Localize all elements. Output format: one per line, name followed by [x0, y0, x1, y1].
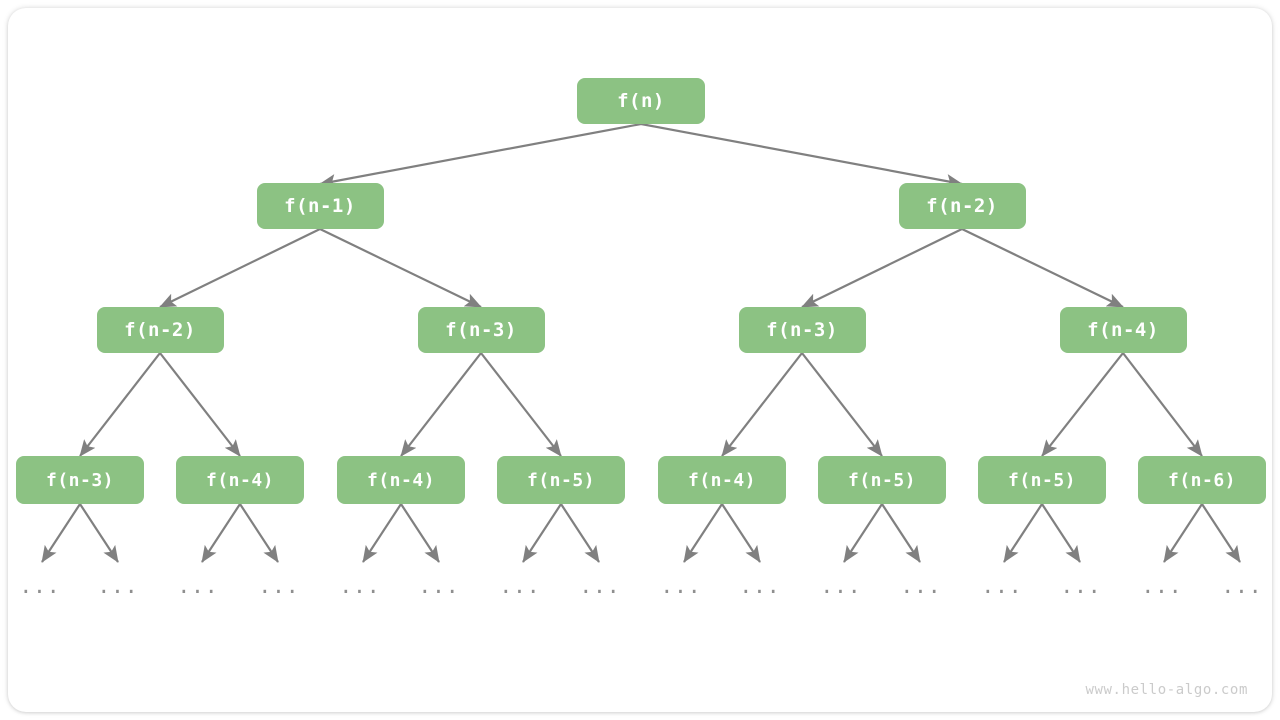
tree-node[interactable]: f(n-5)	[497, 456, 625, 504]
ellipsis-marker: ...	[339, 574, 381, 598]
tree-node[interactable]: f(n-3)	[738, 307, 866, 353]
tree-node[interactable]: f(n-2)	[898, 183, 1026, 229]
ellipsis-marker: ...	[499, 574, 541, 598]
tree-node[interactable]: f(n-5)	[818, 456, 946, 504]
tree-node[interactable]: f(n)	[577, 78, 705, 124]
tree-node[interactable]: f(n-4)	[337, 456, 465, 504]
ellipsis-marker: ...	[258, 574, 300, 598]
tree-node[interactable]: f(n-5)	[978, 456, 1106, 504]
tree-node[interactable]: f(n-4)	[176, 456, 304, 504]
tree-node[interactable]: f(n-4)	[1059, 307, 1187, 353]
tree-node[interactable]: f(n-3)	[417, 307, 545, 353]
ellipsis-marker: ...	[19, 574, 61, 598]
ellipsis-marker: ...	[97, 574, 139, 598]
ellipsis-marker: ...	[1141, 574, 1183, 598]
tree-node[interactable]: f(n-4)	[658, 456, 786, 504]
ellipsis-marker: ...	[900, 574, 942, 598]
tree-node[interactable]: f(n-3)	[16, 456, 144, 504]
watermark: www.hello-algo.com	[1085, 682, 1248, 698]
tree-node[interactable]: f(n-2)	[96, 307, 224, 353]
ellipsis-marker: ...	[981, 574, 1023, 598]
ellipsis-marker: ...	[660, 574, 702, 598]
ellipsis-marker: ...	[177, 574, 219, 598]
ellipsis-marker: ...	[1221, 574, 1263, 598]
ellipsis-marker: ...	[579, 574, 621, 598]
ellipsis-marker: ...	[1060, 574, 1102, 598]
tree-node[interactable]: f(n-1)	[256, 183, 384, 229]
ellipsis-marker: ...	[739, 574, 781, 598]
tree-node[interactable]: f(n-6)	[1138, 456, 1266, 504]
ellipsis-marker: ...	[820, 574, 862, 598]
ellipsis-marker: ...	[418, 574, 460, 598]
